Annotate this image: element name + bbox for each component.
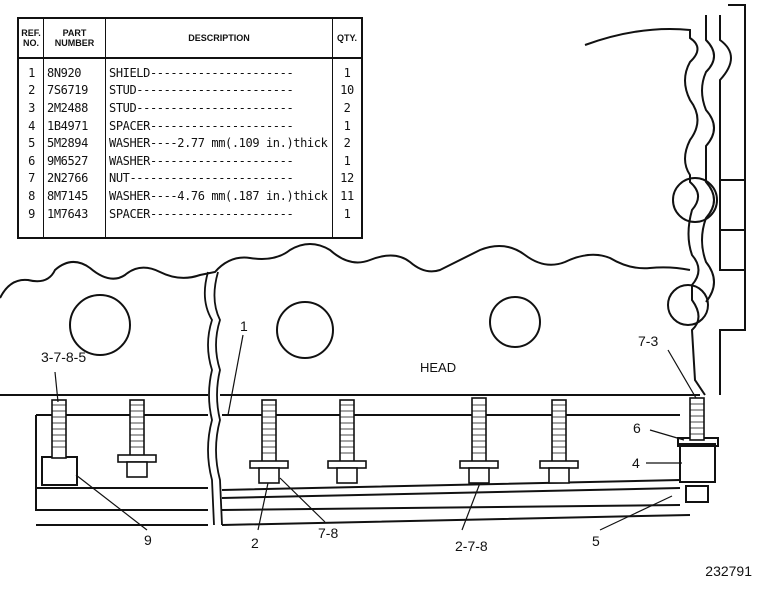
qty-cell: 10	[340, 83, 354, 98]
table-row: 4 1B4971 SPACER--------------------- 1	[19, 117, 361, 135]
nut-group	[126, 461, 570, 484]
qty-cell: 12	[340, 171, 354, 186]
description-cell: WASHER----4.76 mm(.187 in.)thick	[109, 188, 328, 203]
qty-cell: 11	[340, 188, 354, 203]
description-cell: WASHER---------------------	[109, 153, 294, 168]
leader-3785	[54, 371, 59, 403]
part-number-cell: 2N2766	[47, 171, 88, 186]
description-cell: SHIELD---------------------	[109, 65, 294, 80]
callout-5: 5	[592, 533, 600, 549]
qty-cell: 2	[343, 136, 351, 151]
qty-cell: 2	[343, 100, 351, 115]
leader-5	[599, 495, 673, 531]
table-row: 2 7S6719 STUD----------------------- 10	[19, 82, 361, 100]
head-profile	[0, 243, 691, 299]
qty-cell: 1	[343, 65, 351, 80]
part-number-cell: 2M2488	[47, 100, 88, 115]
block-outline-inner	[701, 15, 715, 303]
part-number-cell: 8M7145	[47, 188, 88, 203]
callout-9: 9	[144, 532, 152, 548]
description-cell: SPACER---------------------	[109, 118, 294, 133]
spacer-left	[41, 456, 78, 486]
port-hole	[672, 177, 718, 223]
description-cell: SPACER---------------------	[109, 206, 294, 221]
drawing-number: 232791	[705, 563, 752, 579]
ref-cell: 1	[28, 65, 35, 80]
thread-lines	[52, 403, 704, 454]
part-number-cell: 7S6719	[47, 83, 88, 98]
callout-7-8: 7-8	[318, 525, 339, 541]
stud-group	[51, 397, 705, 463]
table-row: 7 2N2766 NUT------------------------ 12	[19, 170, 361, 188]
table-row: 6 9M6527 WASHER--------------------- 1	[19, 152, 361, 170]
qty-cell: 1	[343, 153, 351, 168]
leader-6	[649, 429, 685, 441]
port-hole	[667, 284, 709, 326]
header-ref-no: REF. NO.	[19, 19, 44, 57]
callout-1: 1	[240, 318, 248, 334]
description-cell: WASHER----2.77 mm(.109 in.)thick	[109, 136, 328, 151]
description-cell: NUT------------------------	[109, 171, 294, 186]
ref-cell: 3	[28, 100, 35, 115]
callout-6: 6	[633, 420, 641, 436]
leader-73	[667, 349, 697, 399]
block-right-tab2	[720, 179, 746, 231]
callout-3-7-8-5: 3-7-8-5	[41, 349, 87, 365]
shield-lower	[36, 479, 691, 526]
header-description: DESCRIPTION	[106, 19, 333, 57]
ref-cell: 7	[28, 171, 35, 186]
block-right-edge	[719, 15, 746, 395]
nut-right	[685, 485, 709, 503]
header-qty: QTY.	[336, 33, 357, 43]
leader-278	[461, 482, 481, 531]
part-number-cell: 5M2894	[47, 136, 88, 151]
part-number-cell: 8N920	[47, 65, 82, 80]
part-number-cell: 9M6527	[47, 153, 88, 168]
qty-cell: 1	[343, 206, 351, 221]
description-cell: STUD-----------------------	[109, 83, 294, 98]
table-row: 5 5M2894 WASHER----2.77 mm(.109 in.)thick 2	[19, 134, 361, 152]
port-hole	[489, 296, 541, 348]
leader-1	[227, 334, 244, 416]
port-hole	[276, 301, 334, 359]
callout-4: 4	[632, 455, 640, 471]
ref-cell: 6	[28, 153, 35, 168]
part-number-cell: 1M7643	[47, 206, 88, 221]
ref-cell: 4	[28, 118, 35, 133]
ref-cell: 9	[28, 206, 35, 221]
break-line	[203, 271, 215, 526]
callout-2: 2	[251, 535, 259, 551]
qty-cell: 1	[343, 118, 351, 133]
table-row: 3 2M2488 STUD----------------------- 2	[19, 99, 361, 117]
callout-2-7-8: 2-7-8	[455, 538, 488, 554]
callout-head: HEAD	[420, 360, 457, 375]
table-row: 8 8M7145 WASHER----4.76 mm(.187 in.)thick 1…	[19, 187, 361, 205]
callout-7-3: 7-3	[638, 333, 659, 349]
description-cell: STUD-----------------------	[109, 100, 294, 115]
spacer-right	[679, 443, 716, 483]
block-outline	[584, 28, 706, 396]
table-row: 1 8N920 SHIELD--------------------- 1	[19, 64, 361, 82]
shield-plate	[35, 414, 681, 511]
leader-2a	[257, 482, 269, 531]
ref-cell: 8	[28, 188, 35, 203]
ref-cell: 5	[28, 136, 35, 151]
leader-9	[75, 474, 148, 531]
leader-78	[279, 477, 326, 523]
part-number-cell: 1B4971	[47, 118, 88, 133]
table-row: 9 1M7643 SPACER--------------------- 1	[19, 205, 361, 223]
table-header: REF. NO. PART NUMBER DESCRIPTION QTY.	[19, 19, 361, 59]
ref-cell: 2	[28, 83, 35, 98]
port-hole	[69, 294, 131, 356]
header-part-number: PART NUMBER	[44, 19, 106, 57]
break-line-2	[213, 271, 223, 526]
washer-group	[117, 454, 579, 469]
